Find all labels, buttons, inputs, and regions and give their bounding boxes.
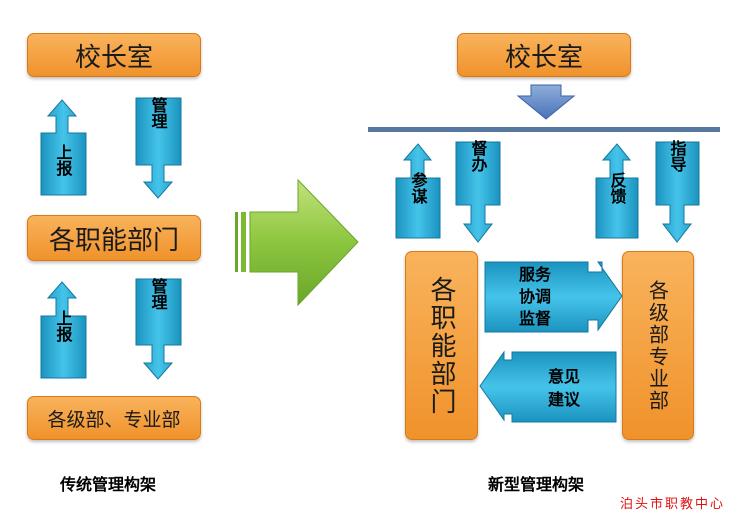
- service-line-2: 协调: [519, 287, 551, 306]
- service-right-arrow: 服务 协调 监督: [484, 261, 623, 333]
- left-functional-departments-box: 各职能部门: [27, 215, 201, 261]
- left-grade-departments-box: 各级部、专业部: [27, 396, 201, 440]
- service-line-1: 服务: [519, 265, 552, 284]
- feedback-label: 反馈: [608, 172, 627, 205]
- left-upper-manage-label: 管理: [149, 96, 168, 129]
- org-line: [368, 127, 720, 132]
- left-grade-departments-label: 各级部、专业部: [47, 408, 181, 431]
- advise-up-arrow: 参谋: [395, 143, 441, 239]
- principal-down-arrow: [516, 84, 576, 120]
- right-principal-office-label: 校长室: [504, 42, 583, 73]
- left-principal-office-box: 校长室: [27, 33, 201, 77]
- left-lower-manage-down-arrow: 管理: [135, 277, 182, 380]
- guide-label: 指导: [668, 139, 687, 173]
- watermark: 泊头市职教中心: [620, 497, 726, 512]
- left-lower-report-up-arrow: 上报: [40, 281, 87, 379]
- right-grade-departments-label: 各级部专业部: [645, 279, 670, 412]
- right-grade-departments-box: 各级部专业部: [622, 251, 694, 440]
- right-principal-office-box: 校长室: [457, 33, 631, 77]
- advise-label: 参谋: [409, 171, 428, 205]
- suggestion-line-2: 建议: [548, 390, 581, 409]
- suggestion-line-1: 意见: [548, 367, 580, 386]
- left-upper-report-up-arrow: 上报: [40, 99, 87, 196]
- traditional-caption: 传统管理构架: [60, 475, 157, 494]
- feedback-up-arrow: 反馈: [595, 143, 639, 239]
- transition-arrow: [235, 178, 359, 307]
- left-functional-departments-label: 各职能部门: [48, 225, 179, 256]
- service-line-3: 监督: [519, 309, 551, 328]
- right-functional-departments-box: 各职能部门: [405, 251, 478, 440]
- supervise-down-arrow: 督办: [455, 139, 501, 243]
- new-caption: 新型管理构架: [488, 475, 585, 494]
- left-principal-office-label: 校长室: [74, 42, 153, 73]
- left-upper-manage-down-arrow: 管理: [135, 96, 182, 199]
- guide-down-arrow: 指导: [655, 139, 700, 243]
- left-lower-report-label: 上报: [54, 310, 73, 343]
- left-lower-manage-label: 管理: [149, 277, 168, 310]
- suggestion-left-arrow: 意见 建议: [479, 350, 617, 423]
- left-upper-report-label: 上报: [54, 144, 73, 177]
- right-functional-departments-label: 各职能部门: [426, 275, 456, 416]
- supervise-label: 督办: [469, 139, 488, 173]
